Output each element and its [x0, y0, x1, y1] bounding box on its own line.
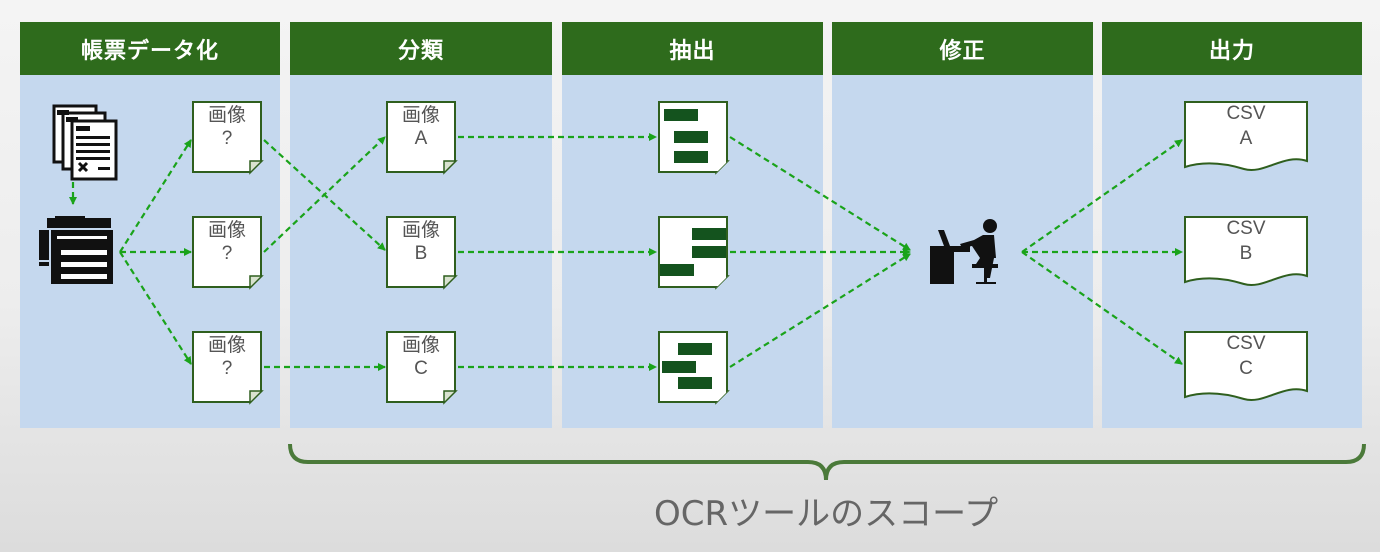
doc-label: 画像: [401, 105, 440, 126]
forms-stack-icon: [52, 104, 118, 181]
csv-label: CSV: [1226, 218, 1266, 239]
csv-sub: C: [1239, 358, 1253, 379]
doc-sub: ?: [221, 243, 233, 264]
csv-label: CSV: [1226, 333, 1266, 354]
csv-output-a: CSV A: [1184, 101, 1308, 172]
csv-label: CSV: [1226, 103, 1266, 124]
csv-output-b: CSV B: [1184, 216, 1308, 287]
unknown-image-doc: 画像 ?: [192, 216, 262, 288]
doc-label: 画像: [207, 220, 246, 241]
column-header-classify: 分類: [290, 22, 552, 75]
scope-label: OCRツールのスコープ: [654, 494, 999, 534]
csv-sub: B: [1239, 243, 1253, 264]
operator-at-desk-icon: [930, 219, 998, 284]
arrow-scanner-to-image-1: [119, 139, 192, 253]
doc-label: 画像: [401, 220, 440, 241]
extracted-doc-icon: [658, 331, 728, 403]
arrow-image2-to-A: [263, 136, 386, 253]
extracted-doc-icon: [658, 216, 728, 288]
doc-label: 画像: [207, 335, 246, 356]
doc-sub: ?: [221, 128, 233, 149]
arrow-operator-to-csvA: [1021, 139, 1183, 253]
csv-sub: A: [1239, 128, 1253, 149]
column-header-output: 出力: [1102, 22, 1362, 75]
doc-label: 画像: [207, 105, 246, 126]
scanner-icon: [39, 216, 113, 284]
arrow-operator-to-csvC: [1021, 251, 1183, 365]
column-header-correct: 修正: [832, 22, 1093, 75]
csv-doc-shape: [1184, 101, 1308, 172]
csv-output-c: CSV C: [1184, 331, 1308, 402]
column-header-digitize: 帳票データ化: [20, 22, 280, 75]
csv-doc-shape: [1184, 216, 1308, 287]
column-header-extract: 抽出: [562, 22, 823, 75]
extracted-doc-blocks: [660, 218, 726, 286]
classified-image-doc-c: 画像 C: [386, 331, 456, 403]
arrow-scanner-to-image-3: [119, 251, 192, 365]
extracted-doc-blocks: [660, 103, 726, 171]
doc-sub: A: [414, 128, 428, 149]
doc-sub: B: [414, 243, 428, 264]
doc-label: 画像: [401, 335, 440, 356]
arrow-extract3-to-operator: [729, 253, 911, 368]
extracted-doc-blocks: [660, 333, 726, 401]
arrow-extract1-to-operator: [729, 136, 911, 251]
scope-brace: [288, 443, 1366, 481]
csv-doc-shape: [1184, 331, 1308, 402]
extracted-doc-icon: [658, 101, 728, 173]
doc-sub: ?: [221, 358, 233, 379]
doc-sub: C: [414, 358, 428, 379]
